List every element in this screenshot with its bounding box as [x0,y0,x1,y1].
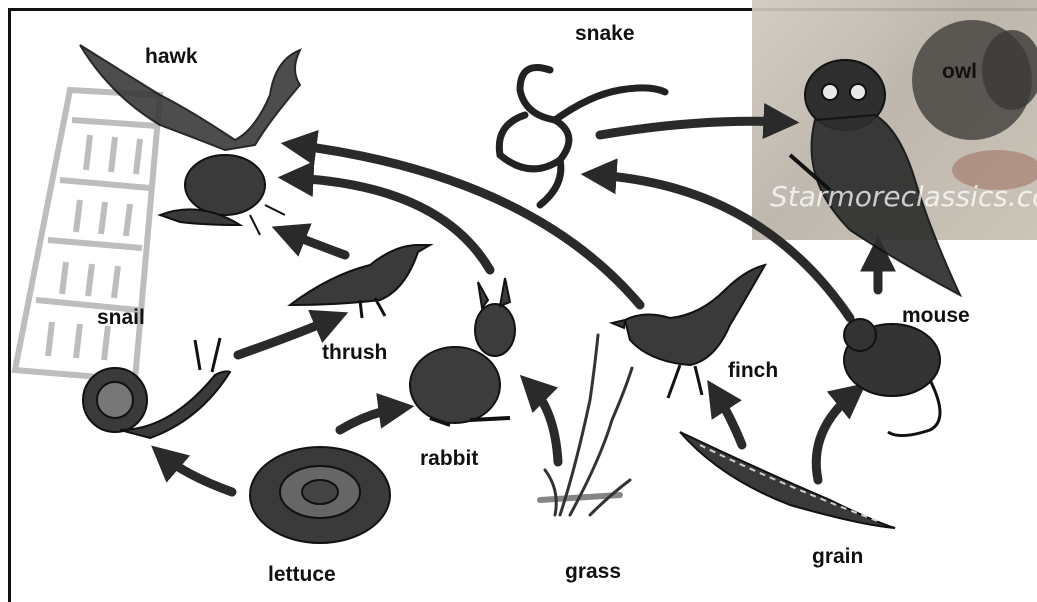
mouse-illustration-icon [844,319,940,436]
arrow-lettuce-to-rabbit [340,408,400,430]
arrow-lettuce-to-snail [162,455,232,492]
label-mouse: mouse [902,304,970,328]
rabbit-illustration-icon [410,278,515,425]
label-thrush: thrush [322,341,387,365]
label-owl: owl [942,60,977,84]
tower-outline-icon [15,90,160,380]
arrow-snake-to-owl [600,121,785,135]
label-finch: finch [728,359,778,383]
arrow-grain-to-finch [715,392,742,445]
thrush-illustration-icon [290,245,430,318]
label-grass: grass [565,560,621,584]
grain-illustration-icon [680,432,895,528]
lettuce-illustration-icon [250,447,390,543]
label-snake: snake [575,22,635,46]
arrow-grain-to-mouse [816,392,855,480]
watermark-text: Starmoreclassics.co [770,180,1037,213]
label-grain: grain [812,545,863,569]
food-web-arrows [162,121,878,492]
label-hawk: hawk [145,45,198,69]
arrow-thrush-to-hawk [285,232,345,255]
label-rabbit: rabbit [420,447,478,471]
label-lettuce: lettuce [268,563,336,587]
arrow-grass-to-rabbit [530,385,558,462]
arrow-snail-to-thrush [238,318,335,355]
label-snail: snail [97,306,145,330]
